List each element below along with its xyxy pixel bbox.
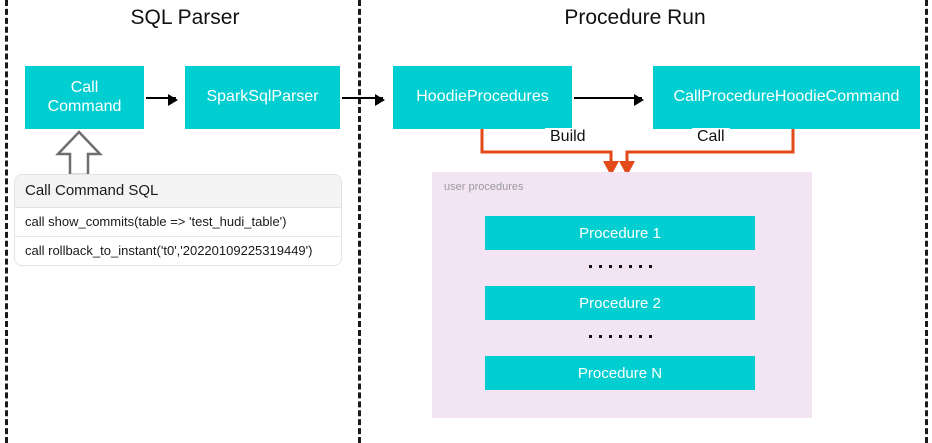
block-arrow-up-icon bbox=[55, 130, 103, 176]
dot bbox=[598, 334, 602, 338]
arrow-call-command-to-spark-sql-parser bbox=[146, 94, 178, 106]
procedure-box-1[interactable]: Procedure 1 bbox=[485, 216, 755, 250]
ellipsis-dots bbox=[485, 330, 755, 342]
section-title-sql-parser: SQL Parser bbox=[130, 6, 240, 29]
section-title-procedure-run: Procedure Run bbox=[564, 6, 706, 29]
node-call-command-label-line2: Command bbox=[47, 97, 122, 115]
dot bbox=[628, 264, 632, 268]
procedure-box-n[interactable]: Procedure N bbox=[485, 356, 755, 390]
arrow-hoodie-procedures-to-call-procedure-command bbox=[574, 94, 644, 106]
sql-card-header: Call Command SQL bbox=[15, 175, 341, 208]
divider-left bbox=[5, 0, 8, 443]
sql-row: call show_commits(table => 'test_hudi_ta… bbox=[15, 208, 341, 237]
dot bbox=[638, 264, 642, 268]
user-procedures-panel: user procedures Procedure 1 Procedure 2 … bbox=[432, 172, 812, 418]
arrow-spark-sql-parser-to-hoodie-procedures bbox=[342, 94, 385, 106]
node-call-command-label-line1: Call bbox=[70, 79, 99, 97]
connector-label-call: Call bbox=[692, 128, 730, 146]
dot bbox=[618, 264, 622, 268]
dot bbox=[588, 334, 592, 338]
node-hoodie-procedures[interactable]: HoodieProcedures bbox=[393, 66, 572, 129]
sql-row: call rollback_to_instant('t0','202201092… bbox=[15, 237, 341, 265]
node-spark-sql-parser[interactable]: SparkSqlParser bbox=[185, 66, 340, 129]
dot bbox=[638, 334, 642, 338]
dot bbox=[608, 264, 612, 268]
dot bbox=[588, 264, 592, 268]
dot bbox=[628, 334, 632, 338]
user-procedures-label: user procedures bbox=[444, 181, 524, 193]
connector-label-build: Build bbox=[545, 128, 591, 146]
call-command-sql-card: Call Command SQL call show_commits(table… bbox=[15, 175, 341, 265]
dot bbox=[608, 334, 612, 338]
node-call-command[interactable]: Call Command bbox=[25, 66, 144, 129]
node-call-procedure-hoodie-command[interactable]: CallProcedureHoodieCommand bbox=[653, 66, 920, 129]
divider-right bbox=[925, 0, 928, 443]
dot bbox=[618, 334, 622, 338]
ellipsis-dots bbox=[485, 260, 755, 272]
dot bbox=[598, 264, 602, 268]
dot bbox=[648, 334, 652, 338]
procedure-box-2[interactable]: Procedure 2 bbox=[485, 286, 755, 320]
dot bbox=[648, 264, 652, 268]
divider-middle bbox=[358, 0, 361, 443]
